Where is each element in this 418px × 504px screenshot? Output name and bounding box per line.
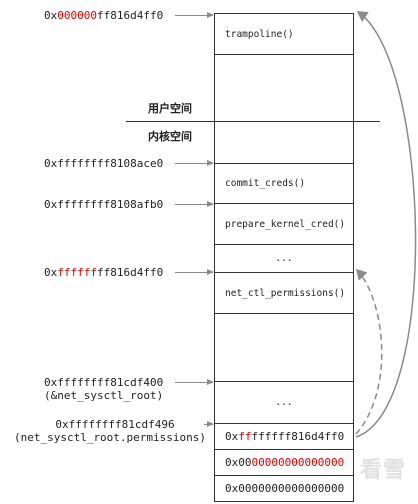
address-highlight: 000000 — [57, 9, 97, 22]
cell-label: trampoline() — [225, 28, 294, 40]
address-commit-creds: 0xffffffff8108ace0 — [44, 157, 163, 170]
cell-prefix: 0x — [225, 430, 239, 443]
arrow-to-net-sysctl-root — [175, 379, 214, 385]
arrow-to-prepare-kernel-cred — [175, 201, 214, 207]
memory-cell-zero: 0x0000000000000000 — [214, 475, 354, 502]
address-permissions-field: 0xffffffff81cdf496 (net_sysctl_root.perm… — [12, 418, 208, 444]
memory-cell-net-ctl-permissions: net_ctl_permissions() — [214, 272, 354, 314]
kernel-space-label: 内核空间 — [148, 130, 192, 143]
arrow-to-net-ctl-permissions — [175, 269, 214, 275]
address-value: 0xffffffff81cdf400 — [44, 376, 164, 389]
cell-label: commit_creds() — [225, 178, 306, 189]
address-net-ctl-permissions: 0xffffffff816d4ff0 — [44, 266, 163, 279]
address-prepare-kernel-cred: 0xffffffff8108afb0 — [44, 198, 163, 211]
address-value: 0xffffffff81cdf496 — [55, 418, 175, 431]
address-value: 0xffffffff8108afb0 — [44, 198, 164, 211]
arrow-to-permissions-field — [204, 421, 214, 427]
pointer-to-net-ctl-permissions-curve — [355, 268, 383, 435]
cell-label: ... — [275, 253, 293, 264]
address-prefix: 0x — [44, 9, 58, 22]
cell-highlight: ff — [238, 430, 252, 443]
cell-label: ... — [275, 397, 293, 408]
cell-rest: ffffff816d4ff0 — [251, 430, 345, 443]
arrow-to-trampoline — [175, 12, 214, 18]
cell-prefix: 0x0000000000000000 — [225, 482, 345, 495]
address-rest: ff816d4ff0 — [97, 266, 164, 279]
watermark: 看雪 — [360, 458, 407, 483]
memory-cell-trampoline: trampoline() — [214, 13, 354, 55]
memory-cell-ellipsis: ... — [214, 244, 354, 273]
pointer-to-trampoline-curve — [355, 11, 417, 438]
memory-cell-ellipsis: ... — [214, 381, 354, 424]
address-prefix: 0x — [44, 266, 58, 279]
address-rest: ff816d4ff0 — [97, 9, 164, 22]
memory-cell-empty — [214, 313, 354, 382]
cell-label: net_ctl_permissions() — [225, 287, 346, 299]
cell-label: prepare_kernel_cred() — [225, 218, 346, 230]
address-note: (net_sysctl_root.permissions) — [13, 431, 207, 444]
address-trampoline: 0x000000ff816d4ff0 — [44, 9, 163, 22]
memory-cell-empty — [214, 121, 354, 164]
memory-cell-empty — [214, 54, 354, 122]
arrow-to-commit-creds — [175, 160, 214, 166]
address-value: 0xffffffff8108ace0 — [44, 157, 164, 170]
address-highlight: ffffff — [57, 266, 97, 279]
user-space-label: 用户空间 — [148, 102, 192, 115]
cell-prefix: 0x00 — [225, 456, 252, 469]
address-note: (&net_sysctl_root) — [44, 389, 164, 402]
address-net-sysctl-root: 0xffffffff81cdf400 (&net_sysctl_root) — [44, 376, 163, 402]
cell-highlight: 00000000000000 — [251, 456, 345, 469]
